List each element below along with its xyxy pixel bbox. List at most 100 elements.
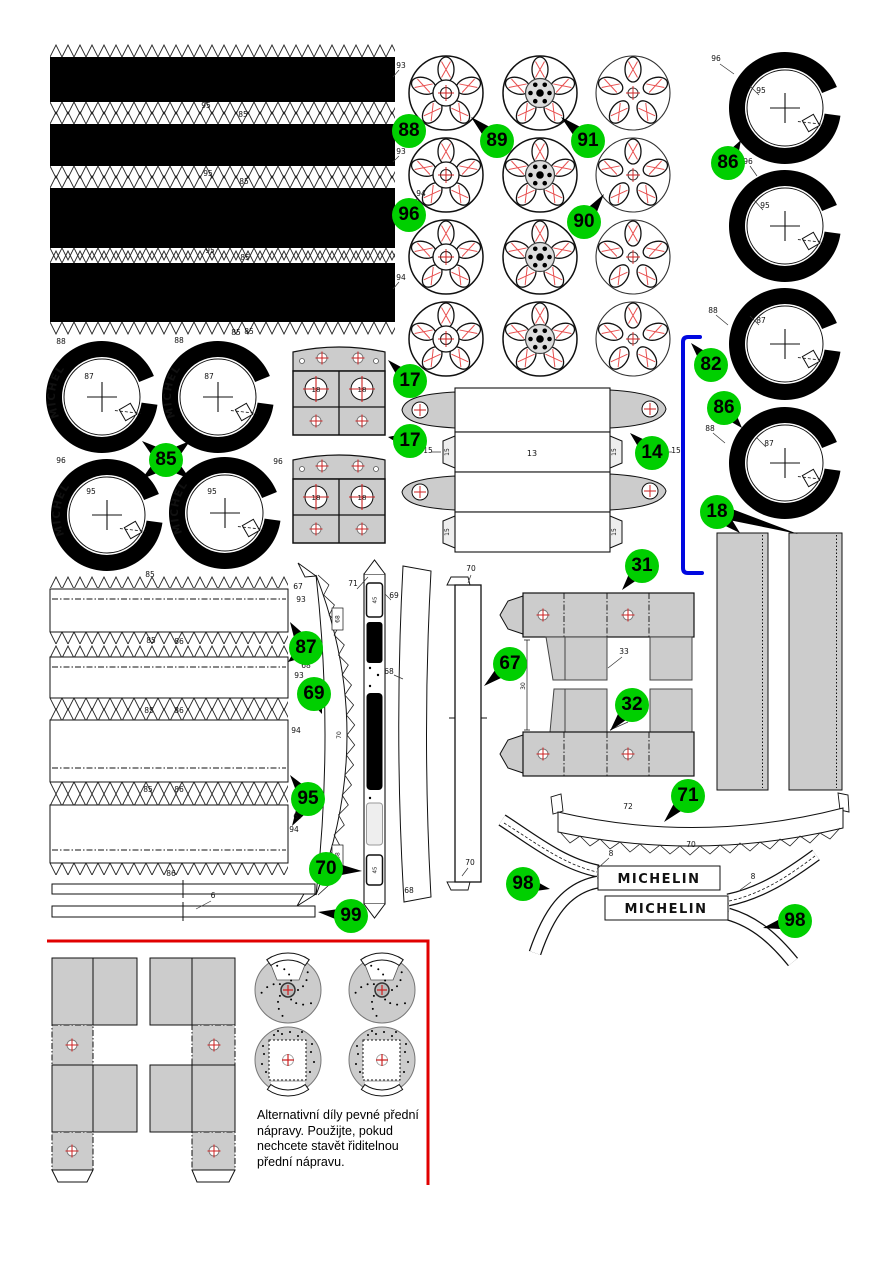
bumper-71 xyxy=(550,792,850,856)
svg-text:86: 86 xyxy=(174,706,184,715)
svg-text:72: 72 xyxy=(623,802,633,811)
tire-sidewalls-right xyxy=(712,51,842,520)
tread-strips-printed xyxy=(50,44,418,335)
svg-text:95: 95 xyxy=(207,487,217,496)
svg-text:71: 71 xyxy=(348,579,358,588)
svg-text:95: 95 xyxy=(86,487,96,496)
axle-fold-left xyxy=(51,957,138,1183)
svg-text:70: 70 xyxy=(466,564,476,573)
svg-text:87: 87 xyxy=(756,316,766,325)
svg-text:85: 85 xyxy=(144,706,154,715)
note-line: Alternativní díly pevné přední xyxy=(257,1108,419,1122)
callout-18: 18 xyxy=(700,495,734,529)
callout-70: 70 xyxy=(309,852,343,886)
svg-text:96: 96 xyxy=(273,457,283,466)
mudflap-98-left: MICHELIN xyxy=(498,814,721,956)
svg-text:86: 86 xyxy=(174,637,184,646)
svg-text:68: 68 xyxy=(301,661,311,670)
callout-17-a: 17 xyxy=(393,364,427,398)
svg-text:86: 86 xyxy=(166,869,176,878)
callout-17-b: 17 xyxy=(393,424,427,458)
callout-90: 90 xyxy=(567,205,601,239)
svg-text:18: 18 xyxy=(358,386,367,394)
note-line: nápravy. Použijte, pokud xyxy=(257,1123,393,1138)
svg-text:69: 69 xyxy=(389,591,399,600)
svg-text:15: 15 xyxy=(611,448,618,456)
svg-text:68: 68 xyxy=(335,852,342,860)
alternative-parts-note: Alternativní díly pevné přední nápravy. … xyxy=(257,1108,437,1170)
svg-text:45: 45 xyxy=(373,596,379,603)
svg-text:95: 95 xyxy=(756,86,766,95)
svg-text:18: 18 xyxy=(312,386,321,394)
side-panels-18 xyxy=(716,532,843,791)
callout-32: 32 xyxy=(615,688,649,722)
blue-bracket xyxy=(681,335,704,575)
svg-text:93: 93 xyxy=(396,147,406,156)
svg-text:88: 88 xyxy=(708,306,718,315)
callout-96: 96 xyxy=(392,198,426,232)
callout-91: 91 xyxy=(571,124,605,158)
svg-text:70: 70 xyxy=(465,858,475,867)
middle-tabs-33 xyxy=(524,636,693,733)
svg-text:94: 94 xyxy=(396,273,406,282)
svg-text:15: 15 xyxy=(611,528,618,536)
callout-89: 89 xyxy=(480,124,514,158)
svg-text:70: 70 xyxy=(686,840,696,849)
svg-text:18: 18 xyxy=(312,494,321,502)
michelin-logo-1: MICHELIN xyxy=(617,872,700,887)
svg-text:68: 68 xyxy=(384,667,394,676)
callout-85: 85 xyxy=(149,443,183,477)
callout-31: 31 xyxy=(625,549,659,583)
svg-text:93: 93 xyxy=(296,595,306,604)
thin-strips-99 xyxy=(51,880,316,921)
fold-box-17-a xyxy=(292,346,386,436)
svg-text:88: 88 xyxy=(705,424,715,433)
svg-text:33: 33 xyxy=(619,647,629,656)
cockpit-strip xyxy=(363,559,386,919)
tall-panel-67 xyxy=(446,576,487,891)
callout-82: 82 xyxy=(694,348,728,382)
svg-text:85: 85 xyxy=(240,253,250,262)
svg-text:88: 88 xyxy=(56,337,66,346)
svg-text:68: 68 xyxy=(335,615,342,623)
svg-text:96: 96 xyxy=(56,456,66,465)
svg-text:86: 86 xyxy=(174,785,184,794)
svg-text:13: 13 xyxy=(527,449,537,458)
callout-98-left: 98 xyxy=(506,867,540,901)
svg-text:68: 68 xyxy=(404,886,414,895)
fold-strip-32 xyxy=(499,731,695,777)
brake-discs xyxy=(254,952,416,1097)
svg-text:15: 15 xyxy=(444,448,451,456)
callout-69: 69 xyxy=(297,677,331,711)
fold-box-17-b xyxy=(292,454,386,544)
svg-text:87: 87 xyxy=(764,439,774,448)
svg-text:94: 94 xyxy=(416,189,426,198)
callout-99: 99 xyxy=(334,899,368,933)
svg-text:67: 67 xyxy=(293,812,303,821)
svg-text:85: 85 xyxy=(146,636,156,645)
svg-text:67: 67 xyxy=(293,582,303,591)
svg-text:87: 87 xyxy=(84,372,94,381)
svg-text:93: 93 xyxy=(396,61,406,70)
svg-text:85: 85 xyxy=(145,570,155,579)
svg-text:95: 95 xyxy=(201,101,211,110)
svg-text:88: 88 xyxy=(174,336,184,345)
svg-text:87: 87 xyxy=(204,372,214,381)
callout-88: 88 xyxy=(392,114,426,148)
svg-text:18: 18 xyxy=(358,494,367,502)
svg-text:95: 95 xyxy=(203,169,213,178)
part-number-labels: 93 93 94 94 95 85 95 85 95 85 85 96 95 9… xyxy=(56,54,774,900)
svg-text:8: 8 xyxy=(751,872,756,881)
chassis-unfold-13 xyxy=(401,387,672,553)
callout-71: 71 xyxy=(671,779,705,813)
svg-text:45: 45 xyxy=(373,866,379,873)
callout-86-mid: 86 xyxy=(707,391,741,425)
svg-text:70: 70 xyxy=(336,731,343,739)
svg-text:6: 6 xyxy=(211,891,216,900)
mudflap-98-right: MICHELIN xyxy=(604,849,820,967)
callout-86-top: 86 xyxy=(711,146,745,180)
note-line: přední nápravu. xyxy=(257,1154,345,1169)
svg-text:8: 8 xyxy=(609,849,614,858)
